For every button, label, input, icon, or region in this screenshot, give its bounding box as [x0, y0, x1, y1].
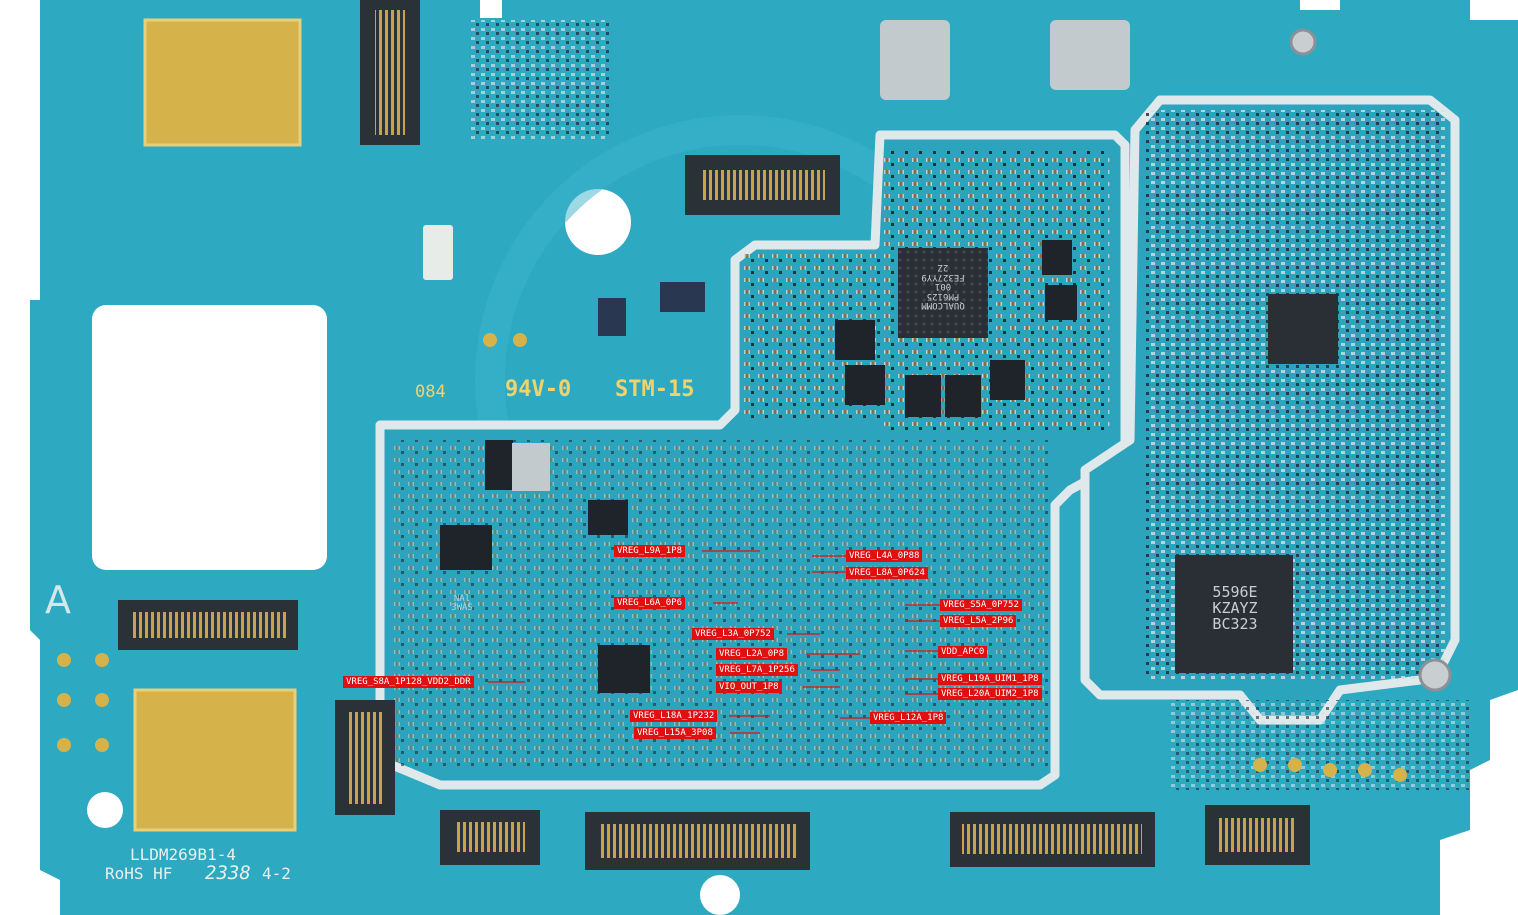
label-vreg-l9a-1p8: VREG_L9A_1P8	[614, 545, 686, 557]
display-cutout	[92, 305, 327, 570]
label-vreg-l8a-0p624: VREG_L8A_0P624	[846, 567, 928, 579]
silkscreen-board-code: LLDM269B1-4	[130, 845, 236, 864]
label-vreg-l3a-0p752: VREG_L3A_0P752	[692, 628, 774, 640]
label-vio-out-1p8: VIO_OUT_1P8	[716, 681, 782, 693]
rf-coax-top	[1289, 28, 1317, 56]
label-leader-lines	[488, 550, 940, 734]
label-vreg-s8a-1p128-vdd2-ddr: VREG_S8A_1P128_VDD2_DDR	[343, 676, 474, 688]
pmic-marking: QUALCOMM PM6125 001 FE327YY9 2Z	[921, 262, 965, 311]
gold-pad-top	[143, 18, 302, 147]
label-vreg-l19a-uim1-1p8: VREG_L19A_UIM1_1P8	[938, 673, 1042, 685]
rf-coax-right	[1418, 658, 1452, 692]
label-vreg-l2a-0p8: VREG_L2A_0P8	[716, 648, 788, 660]
silkscreen-ul-mark: 94V-0	[505, 377, 572, 402]
transceiver-chip	[1175, 555, 1293, 673]
silkscreen-date-code: 2338	[205, 862, 251, 884]
label-vdd-apc0: VDD_APC0	[938, 646, 988, 658]
rf-chip	[1268, 294, 1338, 364]
silkscreen-rohs: RoHS HF	[105, 864, 173, 883]
small-chip-marking: NAl 3WAS	[451, 594, 473, 614]
label-vreg-l6a-0p6: VREG_L6A_0P6	[614, 597, 686, 609]
label-vreg-l18a-1p232: VREG_L18A_1P232	[630, 710, 718, 722]
board-connectors	[118, 0, 1310, 870]
label-vreg-l7a-1p256: VREG_L7A_1P256	[716, 664, 798, 676]
label-vreg-l12a-1p8: VREG_L12A_1P8	[870, 712, 947, 724]
label-vreg-s5a-0p752: VREG_S5A_0P752	[940, 599, 1022, 611]
gold-pad-bottom	[133, 688, 297, 832]
transceiver-marking: 5596E KZAYZ BC323	[1212, 583, 1258, 633]
label-vreg-l20a-uim2-1p8: VREG_L20A_UIM2_1P8	[938, 688, 1042, 700]
silkscreen-stm: STM-15	[615, 377, 695, 402]
label-vreg-l5a-2p96: VREG_L5A_2P96	[940, 615, 1017, 627]
label-vreg-l4a-0p88: VREG_L4A_0P88	[846, 550, 923, 562]
silkscreen-letter: A	[45, 578, 71, 622]
label-vreg-l15a-3p08: VREG_L15A_3P08	[634, 727, 716, 739]
silkscreen-rev: 4-2	[262, 864, 291, 883]
silkscreen-flame-code: 084	[415, 382, 446, 402]
